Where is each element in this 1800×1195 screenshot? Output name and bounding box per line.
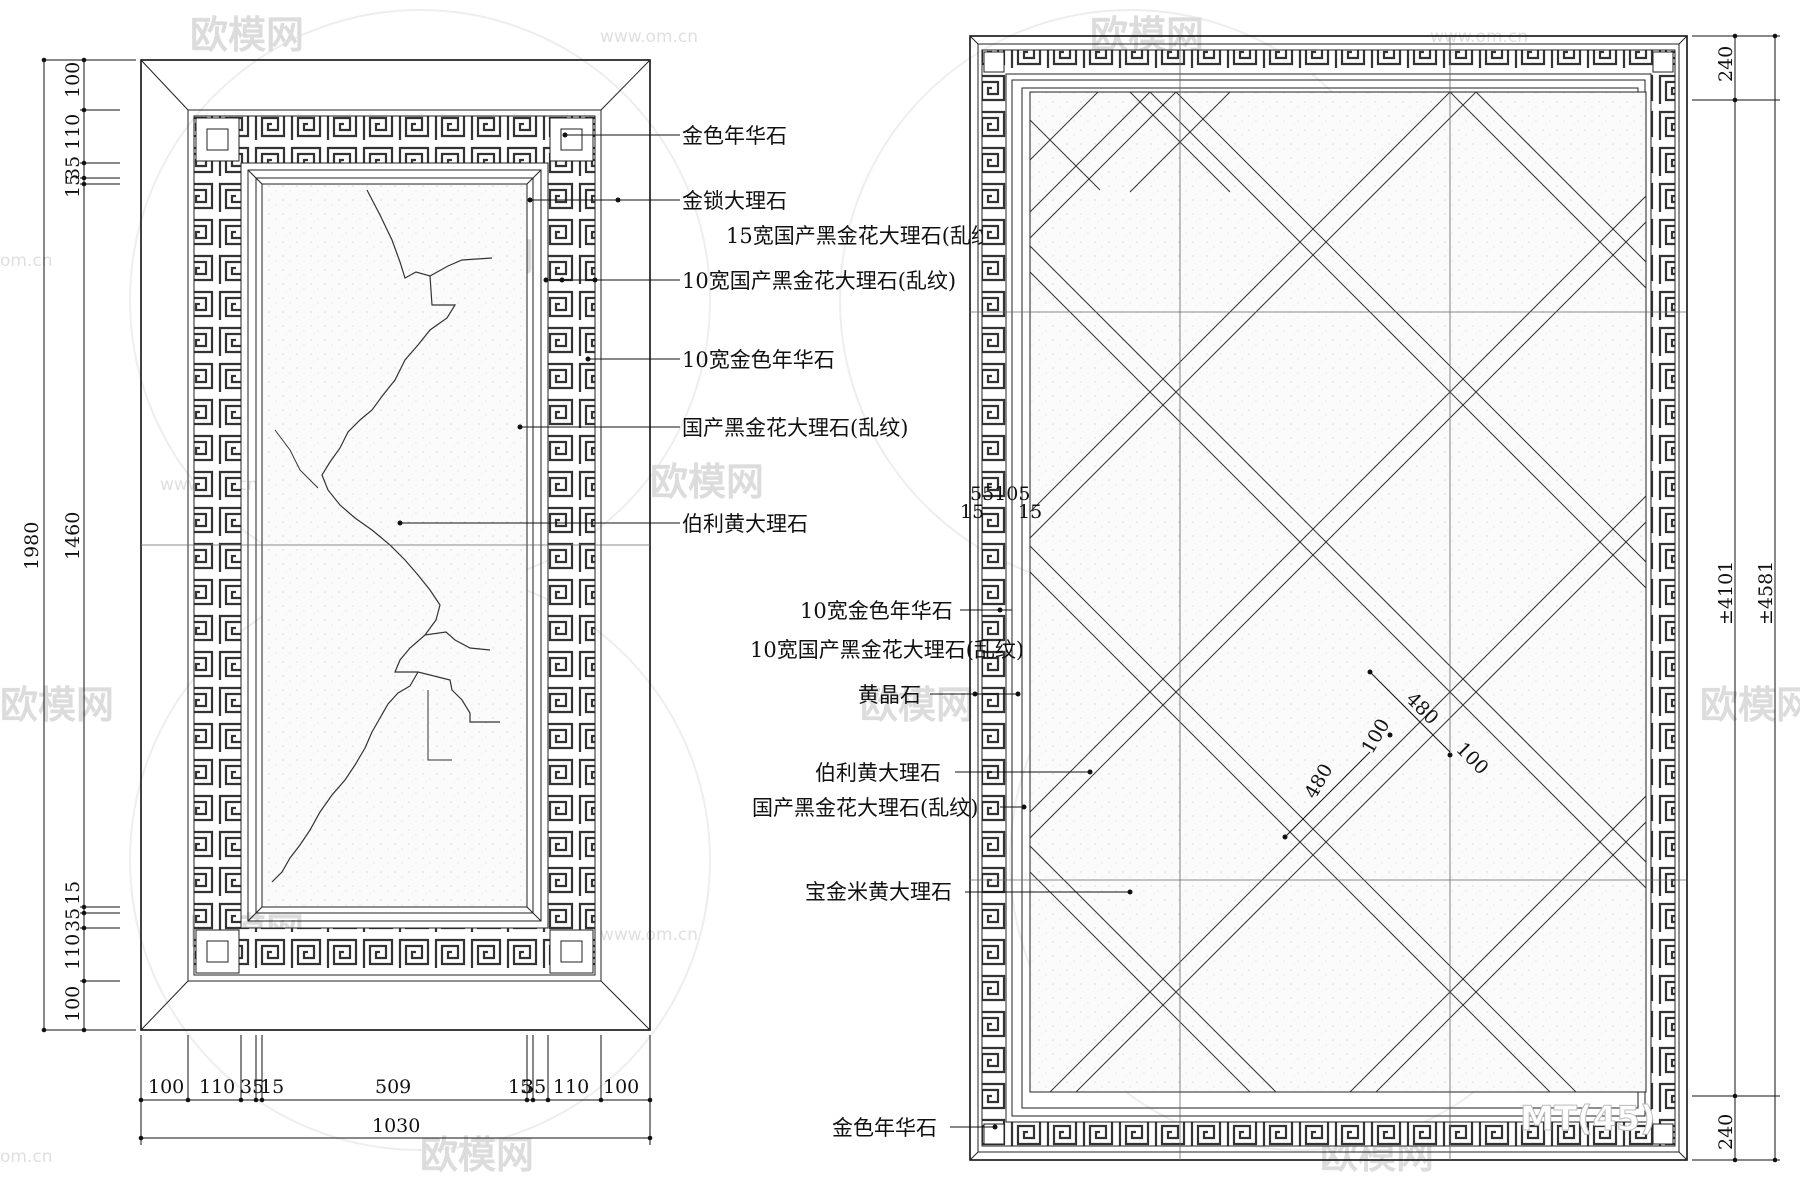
label-r-boli-yellow: 伯利黄大理石 <box>815 761 941 785</box>
label-r-gold-stone: 金色年华石 <box>832 1116 937 1140</box>
dim-15-left: 15 <box>960 501 984 523</box>
right-field <box>1029 91 1647 1093</box>
label-10-gold-stone: 10宽金色年华石 <box>682 348 835 372</box>
dim-bottom-15: 15 <box>260 1076 284 1098</box>
label-boli-yellow-marble: 伯利黄大理石 <box>682 512 808 536</box>
watermark-brand: 欧模网 <box>650 460 764 504</box>
dim-bottom-total: 1030 <box>372 1115 420 1137</box>
dim-bottom-35b: 35 <box>522 1076 546 1098</box>
label-15-black-gold: 15宽国产黑金花大理石(乱纹) <box>726 224 1000 248</box>
dim-bottom-509: 509 <box>375 1076 411 1098</box>
label-r-black-gold: 国产黑金花大理石(乱纹) <box>752 796 978 820</box>
label-r-baojin-beige: 宝金米黄大理石 <box>805 880 952 904</box>
right-annotations: 55105 15 15 10宽金色年华石 10宽国产黑金花大理石(乱纹) 黄晶石… <box>750 33 1780 1163</box>
dim-bottom-35: 35 <box>240 1076 264 1098</box>
watermark-url: om.cn <box>0 1147 53 1167</box>
dim-left-110-top: 110 <box>62 114 84 150</box>
dim-left-110-bottom: 110 <box>62 934 84 970</box>
dim-left-15-top: 15 <box>62 174 84 198</box>
label-gold-stone: 金色年华石 <box>682 124 787 148</box>
right-panel-plan <box>969 35 1688 1161</box>
marble-vein <box>271 189 500 883</box>
label-black-gold-marble: 国产黑金花大理石(乱纹) <box>682 416 908 440</box>
watermark-layer: 欧模网 www.om.cn 欧模网 www.om.cn 欧模网 om.cn 欧模… <box>0 9 1800 1177</box>
dim-bottom-110b: 110 <box>553 1076 589 1098</box>
watermark-brand: 欧模网 <box>860 683 974 727</box>
watermark-brand: 欧模网 <box>190 13 304 57</box>
dim-left-35-bottom: 35 <box>62 908 84 932</box>
right-greek-key-border <box>981 49 1676 1147</box>
dim-right-4101: ±4101 <box>1715 561 1737 625</box>
dim-right-240-bottom: 240 <box>1715 1114 1737 1150</box>
watermark-brand: 欧模网 <box>420 1133 534 1177</box>
right-outer-frame <box>969 35 1688 1161</box>
dim-right-4581: ±4581 <box>1755 561 1777 625</box>
label-r-10-gold-stone: 10宽金色年华石 <box>800 599 953 623</box>
stamp-mark: MT(45) <box>1520 1099 1655 1139</box>
center-marble-field <box>261 183 528 908</box>
label-gold-lock-marble: 金锁大理石 <box>682 189 787 213</box>
left-annotations: 金色年华石 金锁大理石 15宽国产黑金花大理石(乱纹) 10宽国产黑金花大理石(… <box>397 124 1000 536</box>
watermark-url: www.om.cn <box>1430 27 1528 47</box>
dim-right-240-top: 240 <box>1715 46 1737 82</box>
label-r-10-black-gold: 10宽国产黑金花大理石(乱纹) <box>750 638 1024 662</box>
dim-bottom-100: 100 <box>148 1076 184 1098</box>
dim-left-15-bottom: 15 <box>62 881 84 905</box>
dim-bottom-15b: 15 <box>508 1076 532 1098</box>
dim-left-100-top: 100 <box>62 62 84 98</box>
greek-key-border <box>193 115 596 976</box>
diamond-lattice <box>1030 92 1646 1092</box>
dim-left-100-bottom: 100 <box>62 986 84 1022</box>
watermark-brand: 欧模网 <box>1700 683 1800 727</box>
dim-left-1460: 1460 <box>62 512 84 560</box>
dim-bottom-110: 110 <box>199 1076 235 1098</box>
dim-15-right: 15 <box>1018 501 1042 523</box>
dim-55105: 55105 <box>970 483 1030 505</box>
watermark-url: om.cn <box>0 251 53 271</box>
watermark-brand: 欧模网 <box>0 683 114 727</box>
dim-bottom-100b: 100 <box>603 1076 639 1098</box>
label-r-topaz: 黄晶石 <box>858 683 921 707</box>
label-10-black-gold: 10宽国产黑金花大理石(乱纹) <box>682 269 956 293</box>
left-dimensions: 100 110 35 15 509 15 35 110 100 1030 198… <box>21 57 653 1145</box>
watermark-url: www.om.cn <box>600 27 698 47</box>
left-panel-plan <box>140 59 651 1031</box>
watermark-url: www.om.cn <box>600 925 698 945</box>
dim-left-1980: 1980 <box>21 522 43 570</box>
dim-left-35-top: 35 <box>62 156 84 180</box>
